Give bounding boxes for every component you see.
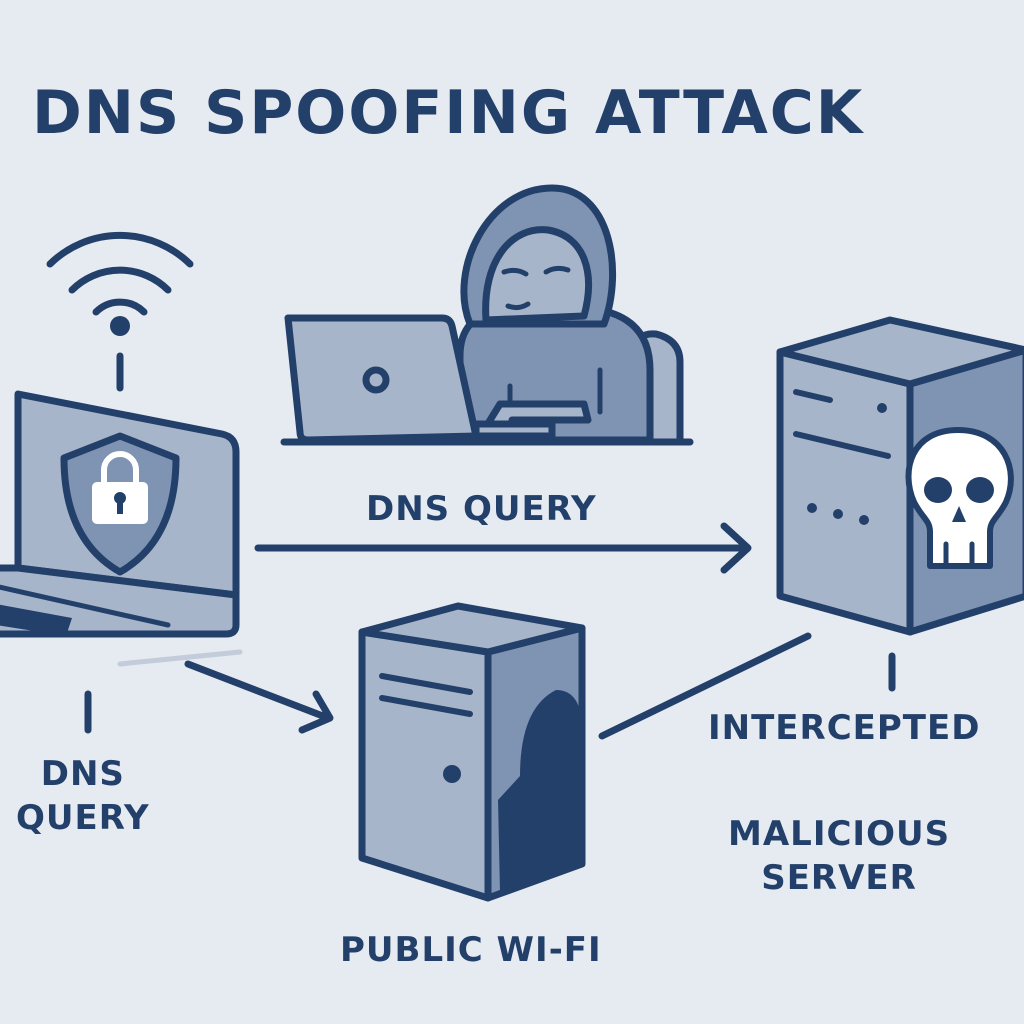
diagram-title: DNS SPOOFING ATTACK [32, 78, 865, 148]
shield-lock-icon [60, 432, 180, 576]
wifi-icon [46, 231, 194, 392]
link-wifi-to-malicious [598, 632, 812, 740]
intercepted-label: INTERCEPTED [708, 708, 981, 748]
hacker-icon [280, 184, 694, 446]
arrow-laptop-to-wifi [184, 660, 334, 734]
arrow-laptop-to-malicious [254, 522, 752, 574]
malicious-server-label: MALICIOUS SERVER [728, 814, 951, 899]
server-icon [358, 602, 586, 902]
public-wifi-label: PUBLIC WI-FI [340, 930, 602, 970]
skull-icon [905, 427, 1014, 569]
dns-query-center-label: DNS QUERY [366, 489, 597, 529]
dns-query-left-label: DNS QUERY [16, 754, 150, 839]
